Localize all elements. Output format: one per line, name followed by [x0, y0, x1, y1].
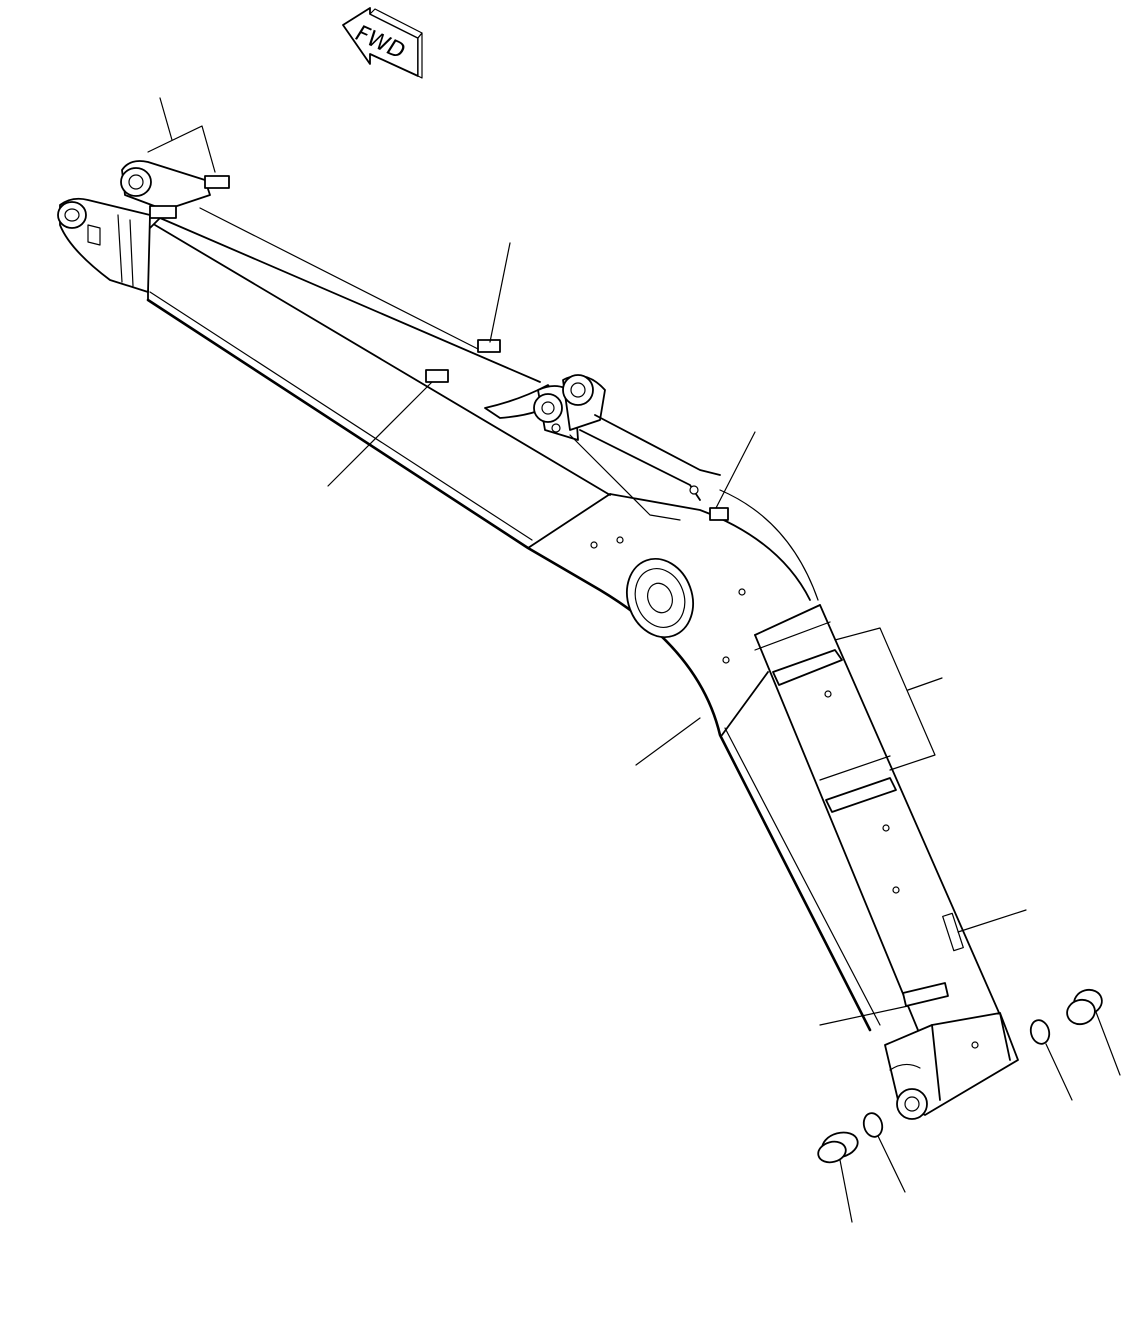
leader-5 — [635, 717, 701, 766]
stopper-block — [902, 982, 949, 1007]
hose-clips — [425, 339, 964, 1007]
leader-3 — [327, 381, 433, 487]
leader-lines — [147, 97, 1121, 1223]
fwd-direction-marker: FWD — [342, 7, 423, 79]
boom-foot — [57, 160, 230, 293]
leader-6 — [907, 677, 943, 691]
clip-2 — [425, 369, 449, 383]
grease-fitting — [942, 912, 964, 952]
ring-right — [1029, 1019, 1051, 1045]
boom-tip — [884, 1012, 1019, 1120]
leader-4 — [715, 431, 756, 509]
loose-parts — [817, 988, 1103, 1164]
arm-cylinder-bracket — [484, 374, 721, 521]
leader-6-bracket — [834, 627, 936, 771]
leader-1-bracket — [147, 125, 216, 173]
ring-left — [862, 1112, 884, 1138]
leader-10 — [877, 1135, 906, 1193]
clip-1 — [477, 339, 501, 353]
leader-8 — [819, 1005, 909, 1026]
clip-3 — [709, 507, 729, 521]
bushing-left — [817, 1131, 859, 1164]
leader-12 — [1095, 1011, 1121, 1076]
leader-1 — [159, 97, 173, 141]
center-pin-boss — [590, 536, 900, 894]
bushing-right — [1066, 988, 1103, 1026]
boom-body — [146, 207, 1001, 1036]
leader-7 — [957, 909, 1027, 933]
leader-11 — [1045, 1043, 1073, 1101]
leader-2 — [489, 242, 511, 343]
leader-9 — [839, 1159, 853, 1223]
